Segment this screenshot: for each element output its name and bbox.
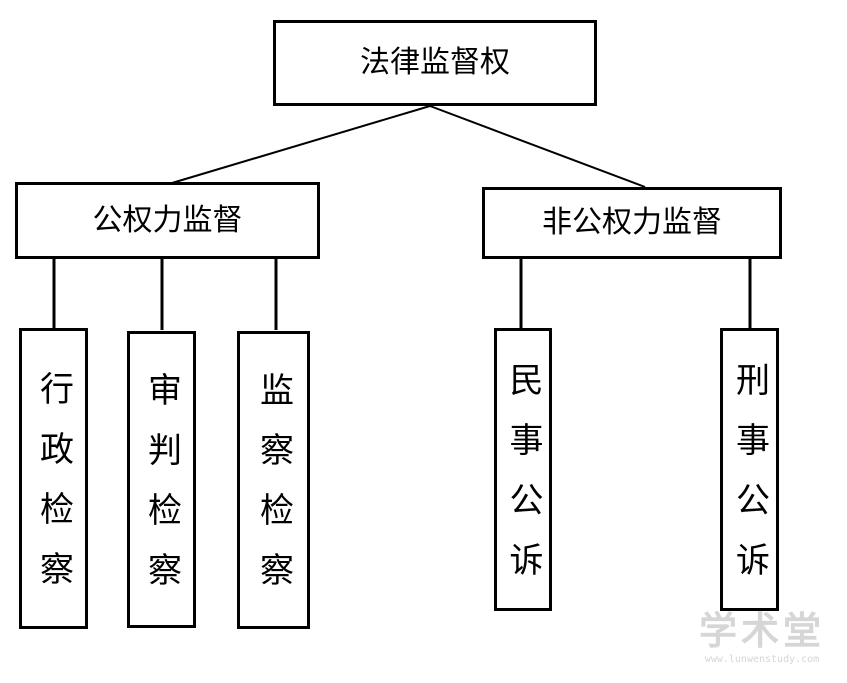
leaf-node-administrative: 行政检察 bbox=[19, 328, 88, 629]
leaf-node-administrative-label: 行政检察 bbox=[33, 370, 74, 611]
leaf-node-criminal-label: 刑事公诉 bbox=[729, 361, 770, 602]
watermark: 学术堂 www.lunwenstudy.com bbox=[699, 612, 825, 665]
leaf-node-judicial-label: 审判检察 bbox=[141, 371, 182, 612]
leaf-node-criminal: 刑事公诉 bbox=[720, 328, 779, 611]
connector-root-to-public bbox=[171, 105, 431, 184]
root-node-label: 法律监督权 bbox=[360, 45, 510, 80]
leaf-node-supervisory-label: 监察检察 bbox=[253, 372, 294, 612]
leaf-node-supervisory: 监察检察 bbox=[237, 331, 310, 629]
leaf-node-civil: 民事公诉 bbox=[494, 328, 552, 611]
branch-node-nonpublic: 非公权力监督 bbox=[482, 187, 782, 259]
branch-node-nonpublic-label: 非公权力监督 bbox=[542, 205, 722, 240]
leaf-node-civil-label: 民事公诉 bbox=[503, 361, 543, 602]
connector-root-to-nonpublic bbox=[429, 105, 646, 188]
watermark-title: 学术堂 bbox=[698, 609, 825, 653]
watermark-url: www.lunwenstudy.com bbox=[704, 654, 820, 665]
root-node: 法律监督权 bbox=[273, 20, 597, 106]
branch-node-public: 公权力监督 bbox=[15, 182, 320, 259]
leaf-node-judicial: 审判检察 bbox=[127, 331, 196, 628]
branch-node-public-label: 公权力监督 bbox=[92, 202, 243, 238]
